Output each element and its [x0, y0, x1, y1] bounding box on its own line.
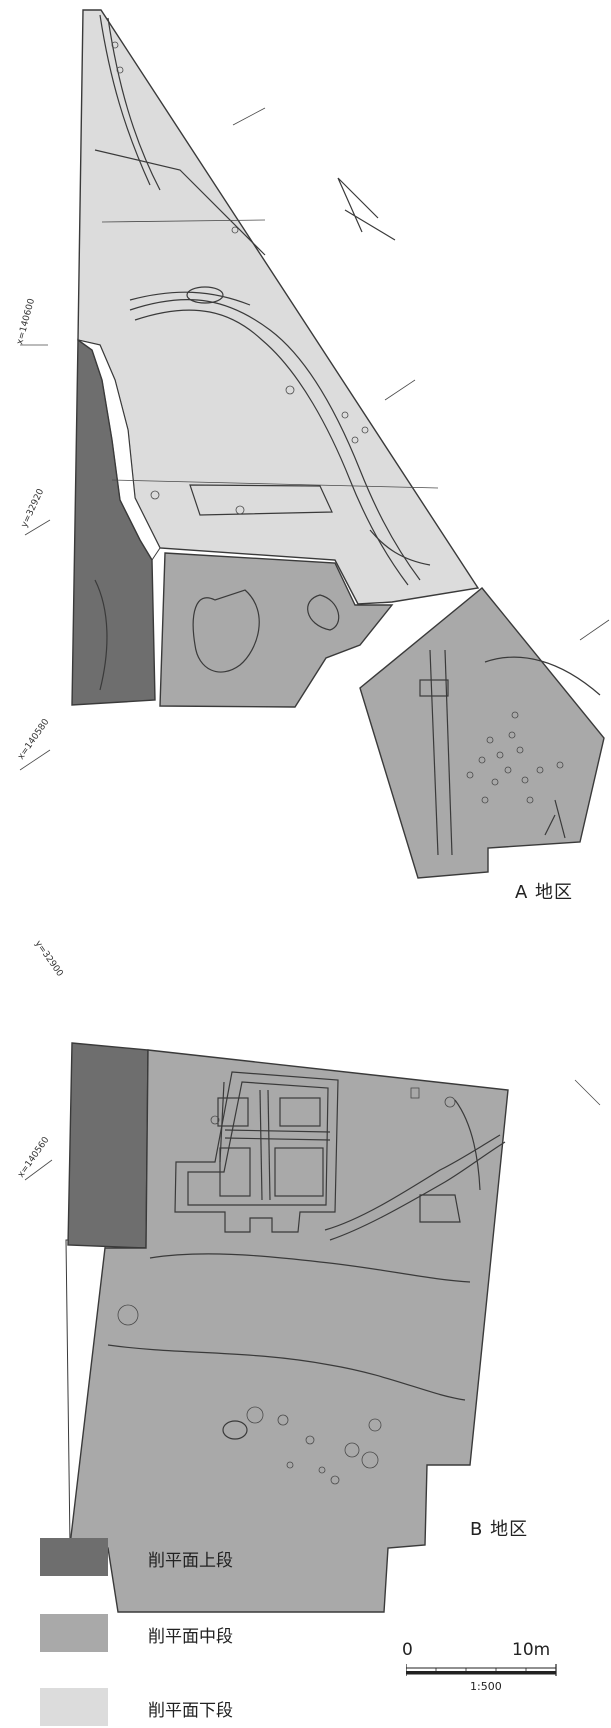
- area-a-middle-terrace-center: [159, 552, 394, 708]
- scale-bar-graphic: [406, 1664, 557, 1676]
- area-a-upper-terrace: [71, 338, 156, 706]
- scale-ratio: 1:500: [470, 1680, 502, 1693]
- grid-label-y32920: y=32920: [20, 487, 47, 529]
- legend-label-lower: 削平面下段: [148, 1701, 233, 1721]
- legend-swatch-lower: [40, 1688, 108, 1726]
- area-b-upper-terrace: [67, 1042, 149, 1249]
- legend-label-upper: 削平面上段: [148, 1551, 233, 1571]
- grid-label-x140580: x=140580: [16, 717, 51, 762]
- area-b-label: B 地区: [470, 1519, 529, 1540]
- legend-swatch-upper: [40, 1538, 108, 1576]
- grid-label-y32900: y=32900: [33, 939, 65, 979]
- legend-item-upper: 削平面上段: [40, 1538, 300, 1578]
- area-a-label: A 地区: [515, 882, 574, 903]
- grid-label-x140600: x=140600: [15, 297, 37, 345]
- scale-bar: 0 10m 1:500: [400, 1640, 600, 1700]
- legend-swatch-middle: [40, 1614, 108, 1652]
- scale-start: 0: [402, 1640, 413, 1660]
- legend-item-lower: 削平面下段: [40, 1688, 300, 1728]
- scale-end: 10m: [512, 1640, 551, 1660]
- area-b: [65, 1042, 509, 1613]
- area-a-middle-terrace-east: [359, 587, 605, 879]
- area-a: [71, 9, 605, 879]
- legend-label-middle: 削平面中段: [148, 1627, 233, 1647]
- north-arrow: [337, 177, 396, 241]
- legend-item-middle: 削平面中段: [40, 1614, 300, 1654]
- area-b-middle-terrace: [69, 1049, 509, 1613]
